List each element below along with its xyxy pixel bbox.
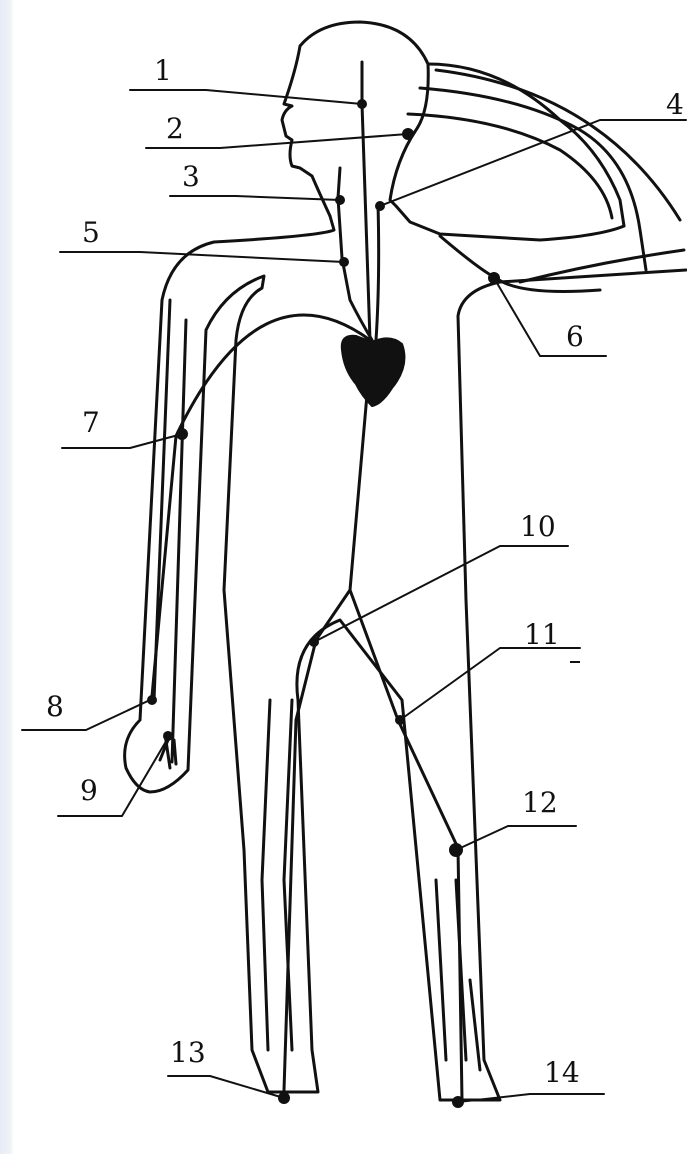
label-14: 14 <box>544 1056 580 1089</box>
label-1: 1 <box>154 54 172 87</box>
arterial-tree <box>152 62 600 1100</box>
body-outline <box>125 216 686 1100</box>
point-4 <box>375 201 385 211</box>
label-5: 5 <box>82 216 100 249</box>
label-3: 3 <box>182 160 200 193</box>
label-12: 12 <box>522 786 558 819</box>
arm-vessel <box>436 70 684 282</box>
point-7 <box>176 428 188 440</box>
point-11 <box>395 715 405 725</box>
label-9: 9 <box>80 774 98 807</box>
label-10: 10 <box>520 510 556 543</box>
point-5 <box>339 257 349 267</box>
label-4: 4 <box>666 88 684 121</box>
point-10 <box>309 637 319 647</box>
point-14 <box>452 1096 464 1108</box>
label-8: 8 <box>46 690 64 723</box>
label-6: 6 <box>566 320 584 353</box>
point-1 <box>357 99 367 109</box>
point-6 <box>488 272 500 284</box>
point-12 <box>449 843 463 857</box>
point-9 <box>163 731 173 741</box>
leader-lines <box>22 90 686 1102</box>
label-11: 11 <box>524 618 560 651</box>
label-2: 2 <box>166 112 184 145</box>
point-2 <box>402 128 414 140</box>
label-7: 7 <box>82 406 100 439</box>
point-3 <box>335 195 345 205</box>
point-8 <box>147 695 157 705</box>
label-13: 13 <box>170 1036 206 1069</box>
point-13 <box>278 1092 290 1104</box>
heart <box>342 336 405 406</box>
